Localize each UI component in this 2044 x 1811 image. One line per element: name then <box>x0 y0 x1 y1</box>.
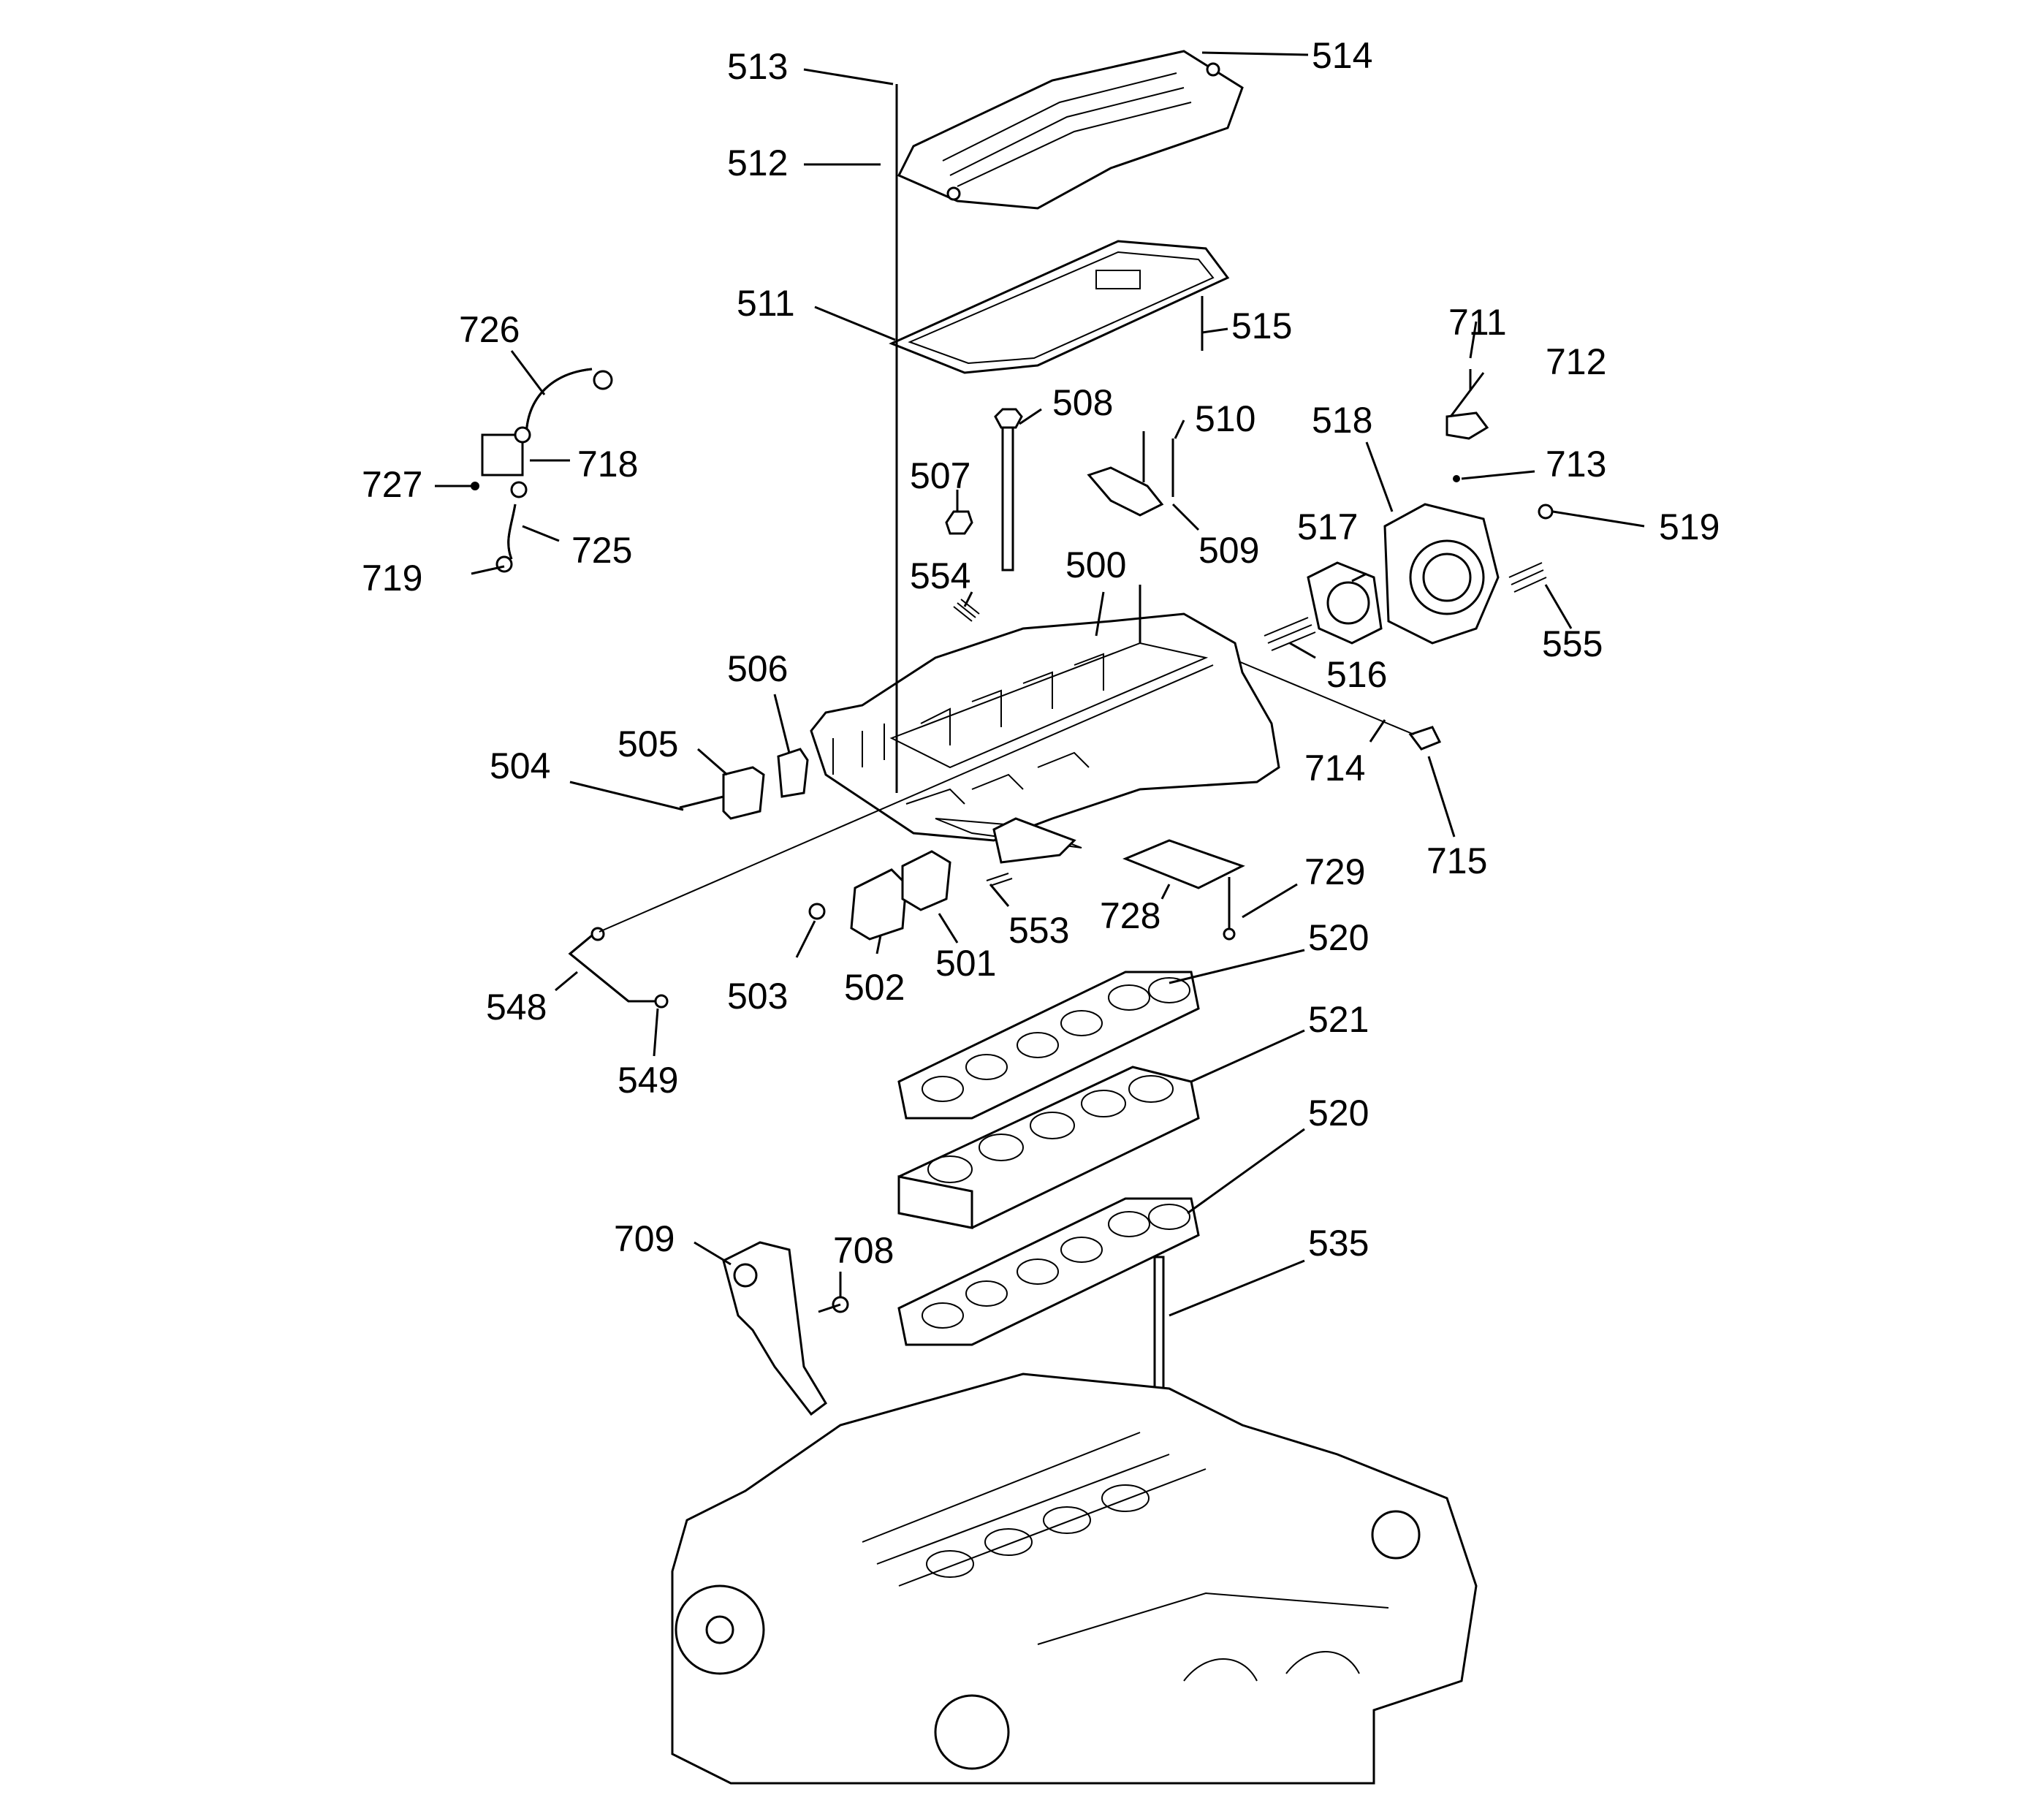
callout-708: 708 <box>833 1230 894 1271</box>
callout-718: 718 <box>577 444 638 485</box>
callout-511: 511 <box>737 283 795 324</box>
callout-535: 535 <box>1308 1223 1369 1264</box>
callout-500: 500 <box>1065 544 1126 585</box>
callout-501: 501 <box>935 943 996 984</box>
callout-506: 506 <box>727 648 788 689</box>
vacuum-valve-assembly <box>471 368 613 573</box>
callout-508: 508 <box>1052 382 1113 423</box>
callout-712: 712 <box>1546 341 1606 382</box>
callout-520-lower: 520 <box>1308 1093 1369 1134</box>
callout-727: 727 <box>362 464 422 505</box>
gasket-520-upper <box>897 971 1200 1120</box>
callout-labels: 513 514 512 511 515 726 711 712 718 727 … <box>362 35 1720 1271</box>
callout-713: 713 <box>1546 444 1606 485</box>
intake-manifold-500 <box>810 612 1280 848</box>
callout-510: 510 <box>1195 398 1255 439</box>
callout-711: 711 <box>1448 302 1507 343</box>
throttle-body-518 <box>1238 369 1554 751</box>
leader-lines <box>435 51 1645 1317</box>
callout-726: 726 <box>459 309 520 350</box>
callout-504: 504 <box>490 745 550 786</box>
callout-729: 729 <box>1304 851 1365 892</box>
callout-555: 555 <box>1542 623 1603 664</box>
callout-728: 728 <box>1100 895 1160 936</box>
callout-715: 715 <box>1426 840 1487 881</box>
callout-518: 518 <box>1312 400 1372 441</box>
callout-553: 553 <box>1008 910 1069 951</box>
callout-513: 513 <box>727 46 788 87</box>
callout-549: 549 <box>618 1060 678 1101</box>
left-plates <box>679 748 809 820</box>
callout-520-upper: 520 <box>1308 917 1369 958</box>
callout-517: 517 <box>1297 506 1358 547</box>
callout-505: 505 <box>618 724 678 764</box>
callout-554: 554 <box>910 555 970 596</box>
callout-514: 514 <box>1312 35 1372 76</box>
engine-block <box>671 1373 1478 1785</box>
callout-502: 502 <box>844 967 905 1008</box>
lower-plates <box>808 817 1076 941</box>
gasket-520-lower <box>897 1197 1200 1346</box>
callout-714: 714 <box>1304 748 1365 789</box>
callout-515: 515 <box>1231 305 1292 346</box>
callout-509: 509 <box>1198 530 1259 571</box>
callout-512: 512 <box>727 143 788 183</box>
callout-719: 719 <box>362 558 422 599</box>
spacer-521 <box>897 1066 1200 1229</box>
callout-709: 709 <box>614 1218 675 1259</box>
fasteners-center <box>945 408 1023 622</box>
shield-728 <box>1122 839 1245 941</box>
callout-503: 503 <box>727 976 788 1017</box>
callout-725: 725 <box>571 530 632 571</box>
callout-519: 519 <box>1659 506 1720 547</box>
callout-516: 516 <box>1326 654 1387 695</box>
bracket-509 <box>1087 431 1174 517</box>
callout-548: 548 <box>486 987 547 1028</box>
tube-548 <box>568 664 1214 1009</box>
upper-intake-cover-512 <box>897 50 1244 210</box>
callout-521: 521 <box>1308 999 1369 1040</box>
cover-gasket-511 <box>889 240 1230 374</box>
callout-507: 507 <box>910 455 970 496</box>
